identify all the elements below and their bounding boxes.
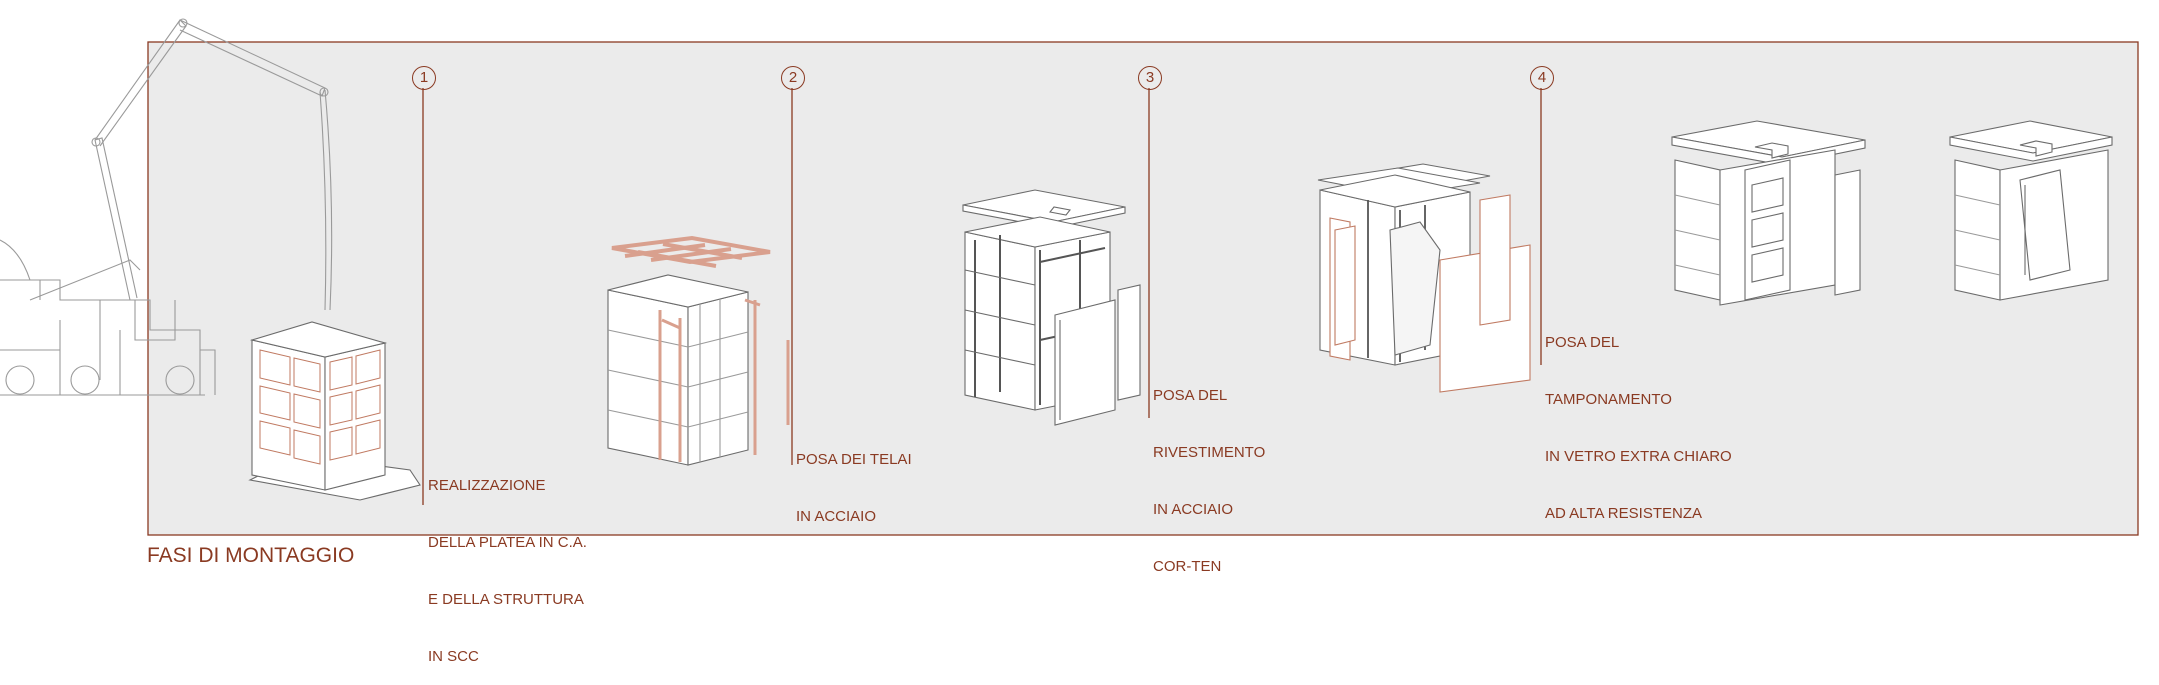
phase-2-caption: POSA DEI TELAI IN ACCIAIO [796,451,912,525]
phase-3-caption: POSA DEL RIVESTIMENTO IN ACCIAIO COR-TEN [1153,387,1266,575]
assembly-diagram [0,18,2139,536]
phase-2-number: 2 [781,66,805,90]
module-6-final [1949,120,2113,301]
module-5-assembled [1671,120,1866,306]
module-2-steel-frames [607,235,790,466]
module-4-glass-infill [1317,163,1531,393]
phase-1-number: 1 [412,66,436,90]
page-title: FASI DI MONTAGGIO [147,544,355,567]
phase-1-caption: REALIZZAZIONE DELLA PLATEA IN C.A. E DEL… [428,477,587,665]
module-3-corten-cladding [962,189,1141,426]
module-1-concrete-structure [248,321,421,501]
phase-4-caption: POSA DEL TAMPONAMENTO IN VETRO EXTRA CHI… [1545,334,1732,522]
phase-3-number: 3 [1138,66,1162,90]
phase-4-number: 4 [1530,66,1554,90]
leader-lines [422,88,1542,505]
concrete-pump-truck [0,18,333,396]
